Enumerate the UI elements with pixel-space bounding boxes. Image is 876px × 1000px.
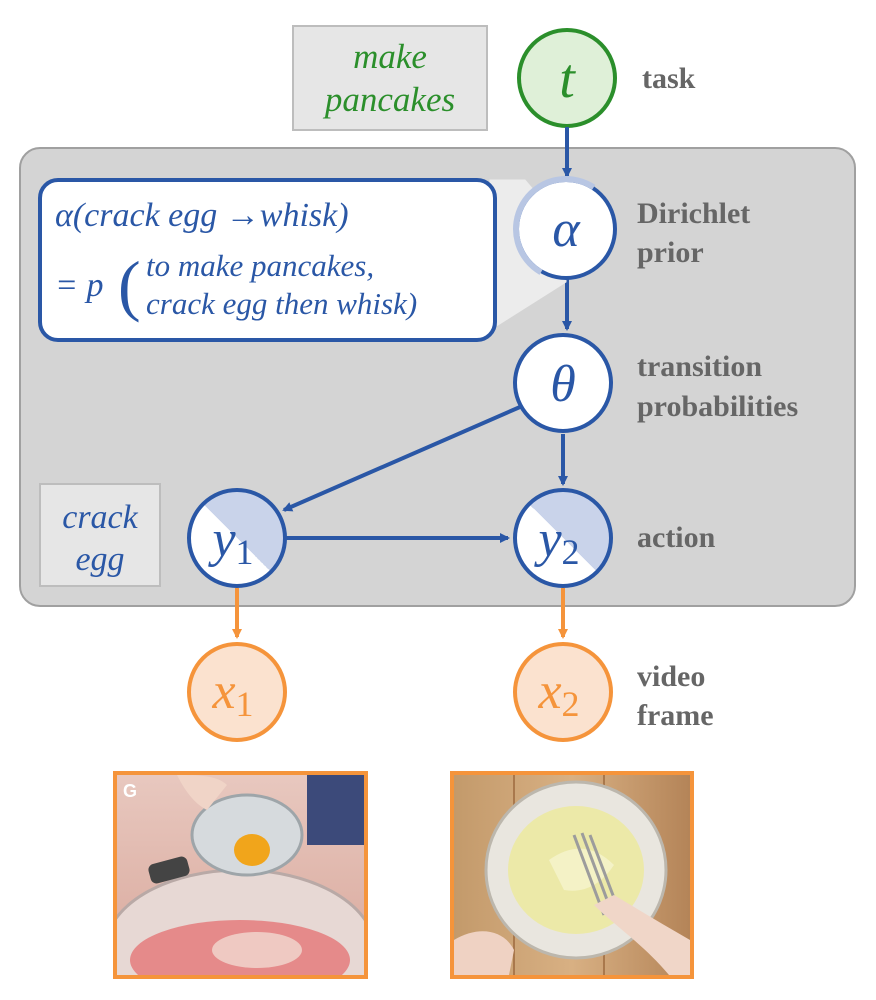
x2-node: [513, 642, 613, 742]
theta-label-line1: transition: [637, 350, 762, 383]
x1-node-symbol: x1: [211, 663, 253, 724]
callout-line2: to make pancakes,: [146, 248, 374, 283]
alpha-node-highlight: [512, 176, 619, 282]
callout-line3: crack egg then whisk): [146, 286, 417, 321]
callout-paren-open: (: [118, 247, 141, 323]
y2-node-symbol: y2: [533, 511, 579, 572]
action-tag-line1: crack: [62, 499, 138, 536]
theta-label-line2: probabilities: [637, 390, 798, 423]
callout-line1: α(crack egg →whisk): [55, 197, 349, 234]
video-frame-1: G: [113, 771, 368, 979]
alpha-node-symbol: α: [552, 201, 581, 258]
theta-node-symbol: θ: [550, 356, 576, 413]
x2-node-symbol: x2: [537, 663, 579, 724]
video-frame-1-image: G: [117, 775, 364, 975]
task-label: task: [642, 62, 696, 95]
theta-node: [513, 333, 613, 433]
y2-label: action: [637, 521, 716, 554]
action-tag-line2: egg: [75, 541, 124, 578]
callout-eq: = p: [55, 267, 103, 304]
video-frame-2-image: [454, 775, 690, 975]
task-tag-box: [292, 25, 488, 131]
video-frame-1-badge: G: [123, 781, 137, 801]
x2-label-line1: video: [637, 660, 705, 693]
y2-node: [513, 488, 613, 588]
task-node-symbol: t: [559, 48, 576, 110]
task-tag-line1: make: [353, 37, 427, 76]
y1-node-symbol: y1: [207, 511, 253, 572]
x1-node: [187, 642, 287, 742]
alpha-label-line1: Dirichlet: [637, 197, 750, 230]
callout-box: [38, 178, 497, 342]
action-tag-box: [39, 483, 161, 587]
task-node: [517, 28, 617, 128]
video-frame-2: [450, 771, 694, 979]
edge-theta-y1: [282, 405, 521, 512]
task-tag-line2: pancakes: [322, 80, 455, 119]
y1-node: [187, 488, 287, 588]
alpha-label-line2: prior: [637, 236, 704, 269]
x2-label-line2: frame: [637, 699, 714, 732]
